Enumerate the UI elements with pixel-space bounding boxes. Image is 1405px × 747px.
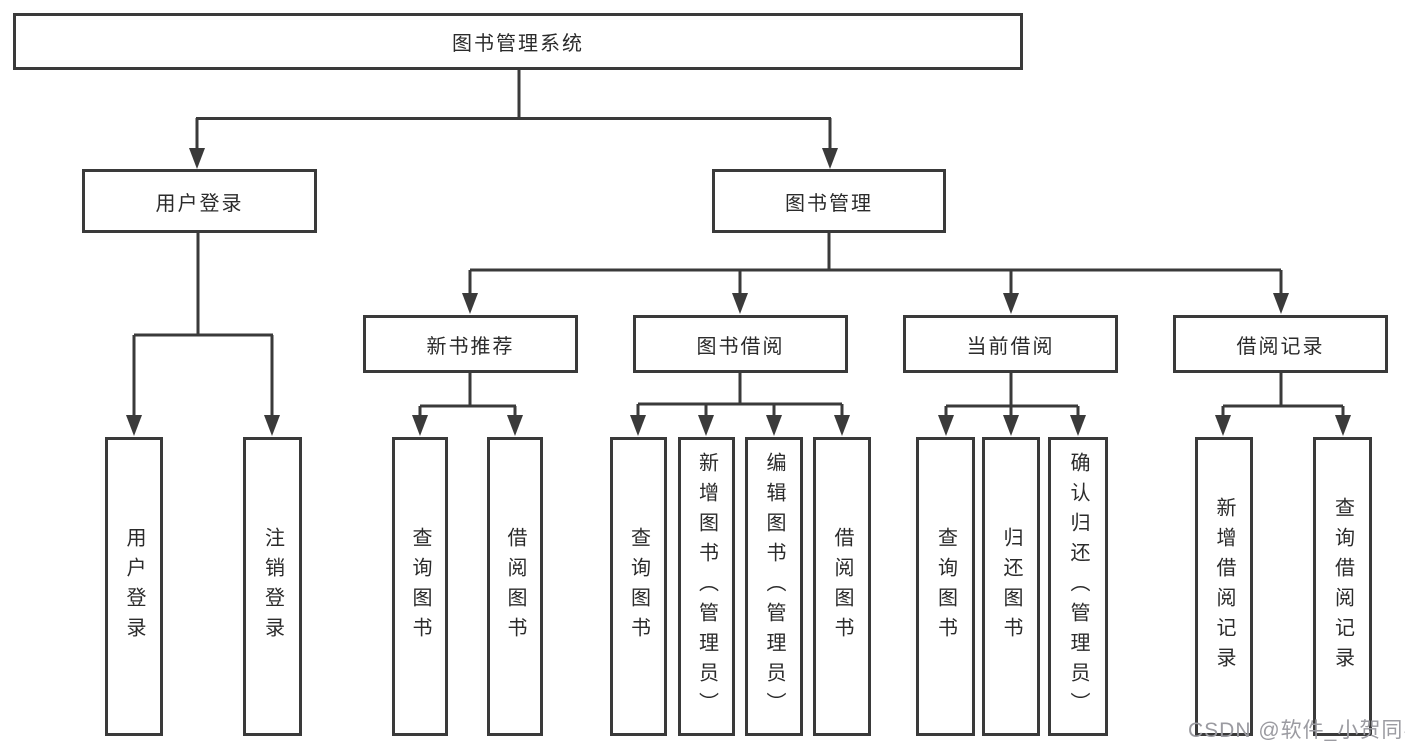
node-book-management-label: 图书管理 (785, 192, 873, 215)
node-borrowing-records-label: 借阅记录 (1236, 335, 1325, 358)
leaf-user-login: 用户登录 (105, 437, 163, 736)
leaf-query-books-borrowing: 查询图书 (610, 437, 667, 736)
leaf-logout: 注销登录 (243, 437, 302, 736)
node-current-borrowing: 当前借阅 (903, 315, 1118, 373)
leaf-user-login-label: 用户登录 (123, 526, 145, 647)
leaf-query-borrow-record-label: 查询借阅记录 (1331, 496, 1354, 677)
node-user-login-label: 用户登录 (155, 192, 244, 215)
leaf-query-books-borrowing-label: 查询图书 (627, 526, 650, 647)
node-library-system-label: 图书管理系统 (452, 33, 584, 55)
leaf-borrow-books-borrowing-label: 借阅图书 (831, 526, 853, 647)
leaf-query-books-recommend: 查询图书 (392, 437, 448, 736)
node-new-book-recommend: 新书推荐 (363, 315, 578, 373)
leaf-query-books-current: 查询图书 (916, 437, 975, 736)
leaf-edit-book-admin-label: 编辑图书（管理员） (763, 451, 785, 722)
node-user-login: 用户登录 (82, 169, 317, 233)
leaf-query-borrow-record: 查询借阅记录 (1313, 437, 1372, 736)
node-current-borrowing-label: 当前借阅 (966, 335, 1055, 358)
node-borrowing-records: 借阅记录 (1173, 315, 1388, 373)
leaf-add-book-admin: 新增图书（管理员） (678, 437, 735, 736)
leaf-confirm-return-admin-label: 确认归还（管理员） (1067, 451, 1089, 722)
leaf-return-book: 归还图书 (982, 437, 1040, 736)
watermark-text: CSDN @软件_小贺同学 (1188, 719, 1405, 742)
leaf-query-books-current-label: 查询图书 (934, 526, 957, 647)
leaf-edit-book-admin: 编辑图书（管理员） (745, 437, 803, 736)
leaf-add-borrow-record: 新增借阅记录 (1195, 437, 1253, 736)
leaf-add-book-admin-label: 新增图书（管理员） (695, 451, 718, 722)
leaf-borrow-books-recommend-label: 借阅图书 (504, 526, 526, 647)
leaf-borrow-books-borrowing: 借阅图书 (813, 437, 871, 736)
node-book-borrowing-label: 图书借阅 (696, 335, 785, 358)
node-book-management: 图书管理 (712, 169, 946, 233)
leaf-logout-label: 注销登录 (261, 526, 284, 647)
node-new-book-recommend-label: 新书推荐 (426, 335, 515, 358)
leaf-borrow-books-recommend: 借阅图书 (487, 437, 543, 736)
node-library-system: 图书管理系统 (13, 13, 1023, 70)
leaf-confirm-return-admin: 确认归还（管理员） (1048, 437, 1108, 736)
node-book-borrowing: 图书借阅 (633, 315, 848, 373)
leaf-return-book-label: 归还图书 (1000, 526, 1022, 647)
leaf-query-books-recommend-label: 查询图书 (409, 526, 431, 647)
leaf-add-borrow-record-label: 新增借阅记录 (1213, 496, 1235, 677)
